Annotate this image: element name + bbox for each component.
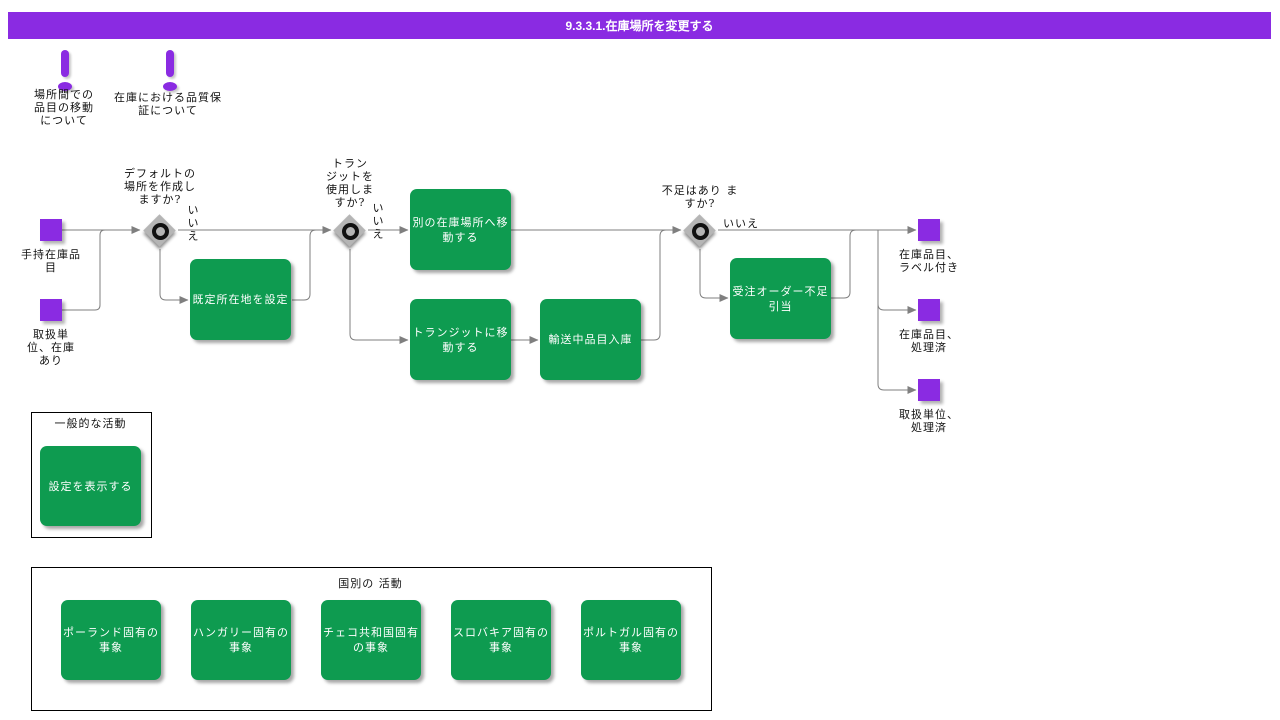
- gateway-shortage-exists: [683, 214, 717, 248]
- gateway-create-default-location: [143, 214, 177, 248]
- gateway-question-label: デフォルトの 場所を作成し ますか?: [124, 167, 196, 206]
- annotation-label-quality-assurance: 在庫における品質保 証について: [114, 91, 222, 117]
- gateway-question-label: トラン ジットを 使用しま すか?: [326, 157, 374, 209]
- gateway-no-branch-label: いいえ: [371, 202, 384, 241]
- gateway-no-branch-label: いいえ: [723, 217, 759, 230]
- exclamation-icon[interactable]: [163, 82, 177, 91]
- gateway-circle-icon: [341, 222, 359, 240]
- activity-move-to-transit[interactable]: トランジットに移 動する: [410, 299, 511, 380]
- activity-set-default-location[interactable]: 既定所在地を設定: [190, 259, 291, 340]
- activity-move-to-another-location[interactable]: 別の在庫場所へ移 動する: [410, 189, 511, 270]
- end-event-label: 在庫品目、 処理済: [899, 328, 959, 354]
- end-event-label: 在庫品目、 ラベル付き: [899, 248, 959, 274]
- title-bar: 9.3.3.1.在庫場所を変更する: [8, 12, 1271, 39]
- activity-slovakia-specific-events[interactable]: スロバキア固有の 事象: [451, 600, 551, 680]
- end-event-label: 取扱単位、 処理済: [899, 408, 959, 434]
- gateway-circle-icon: [691, 222, 709, 240]
- exclamation-icon[interactable]: [61, 50, 69, 77]
- end-event-items-labeled: [918, 219, 940, 241]
- exclamation-icon[interactable]: [58, 82, 72, 91]
- start-event-handling-units-in-stock: [40, 299, 62, 321]
- activity-display-settings[interactable]: 設定を表示する: [40, 446, 141, 526]
- page-title: 9.3.3.1.在庫場所を変更する: [565, 19, 714, 33]
- country-activities-title: 国別の 活動: [338, 577, 403, 590]
- end-event-items-processed: [918, 299, 940, 321]
- annotation-label-item-movement: 場所間での 品目の移動 について: [34, 88, 94, 127]
- activity-poland-specific-events[interactable]: ポーランド固有の事象: [61, 600, 161, 680]
- activity-czech-republic-specific-events[interactable]: チェコ共和国固有 の事象: [321, 600, 421, 680]
- activity-receive-in-transit-items[interactable]: 輸送中品目入庫: [540, 299, 641, 380]
- gateway-circle-icon: [151, 222, 169, 240]
- activity-portugal-specific-events[interactable]: ポルトガル固有の 事象: [581, 600, 681, 680]
- gateway-no-branch-label: いいえ: [186, 204, 199, 243]
- gateway-question-label: 不足はあり ま すか?: [661, 184, 739, 210]
- start-event-label: 取扱単 位、在庫 あり: [27, 328, 75, 367]
- exclamation-icon[interactable]: [166, 50, 174, 77]
- start-event-label: 手持在庫品 目: [21, 248, 81, 274]
- start-event-on-hand-items: [40, 219, 62, 241]
- end-event-handling-units-processed: [918, 379, 940, 401]
- activity-hungary-specific-events[interactable]: ハンガリー固有の 事象: [191, 600, 291, 680]
- activity-sales-order-shortage-commitment[interactable]: 受注オーダー不足 引当: [730, 258, 831, 339]
- gateway-use-transit: [333, 214, 367, 248]
- general-activities-title: 一般的な活動: [54, 417, 127, 430]
